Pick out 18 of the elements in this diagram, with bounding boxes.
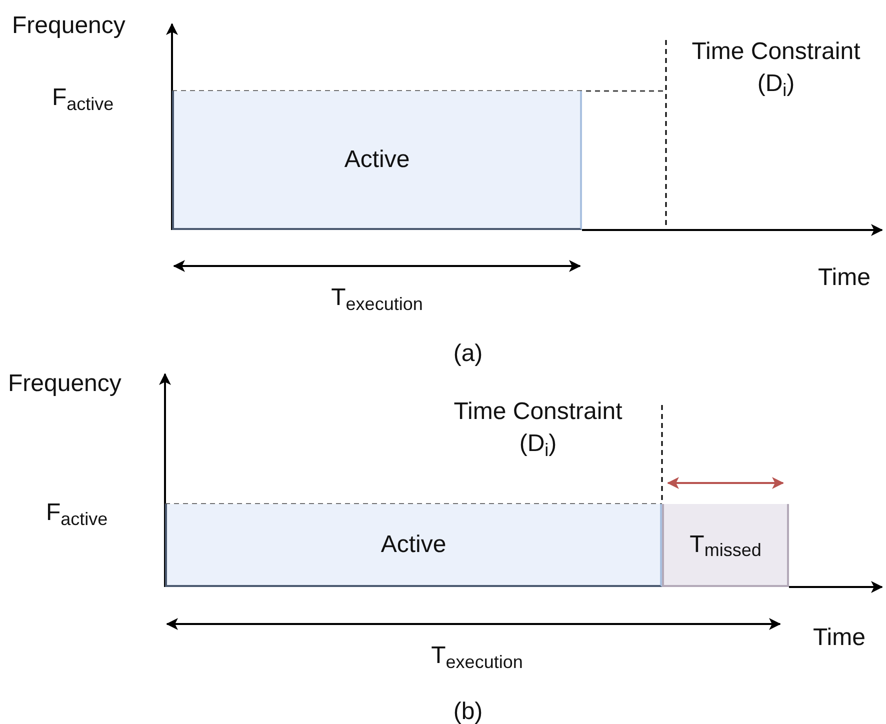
level-label: F$_{active}$	[52, 84, 114, 111]
duration-label: T$_{execution}$	[431, 642, 523, 669]
panel-label: (a)	[453, 340, 483, 367]
deadline-label: Time Constraint (D$_{i}$)	[692, 38, 860, 97]
panel-label: (b)	[453, 698, 483, 724]
region-label: T$_{missed}$	[690, 532, 762, 556]
duration-label: T$_{execution}$	[331, 284, 423, 311]
level-label: F$_{active}$	[46, 499, 108, 526]
deadline-label: Time Constraint (D$_{i}$)	[454, 398, 622, 457]
axis-label: Frequency	[12, 12, 126, 39]
active-region	[165, 504, 662, 587]
region-label: Active	[380, 532, 446, 556]
axis-label: Time	[813, 624, 866, 651]
missed-region	[662, 504, 789, 587]
region-label: Active	[344, 148, 410, 172]
active-region	[172, 91, 582, 230]
axis-label: Frequency	[8, 370, 122, 397]
axis-label: Time	[818, 264, 870, 291]
